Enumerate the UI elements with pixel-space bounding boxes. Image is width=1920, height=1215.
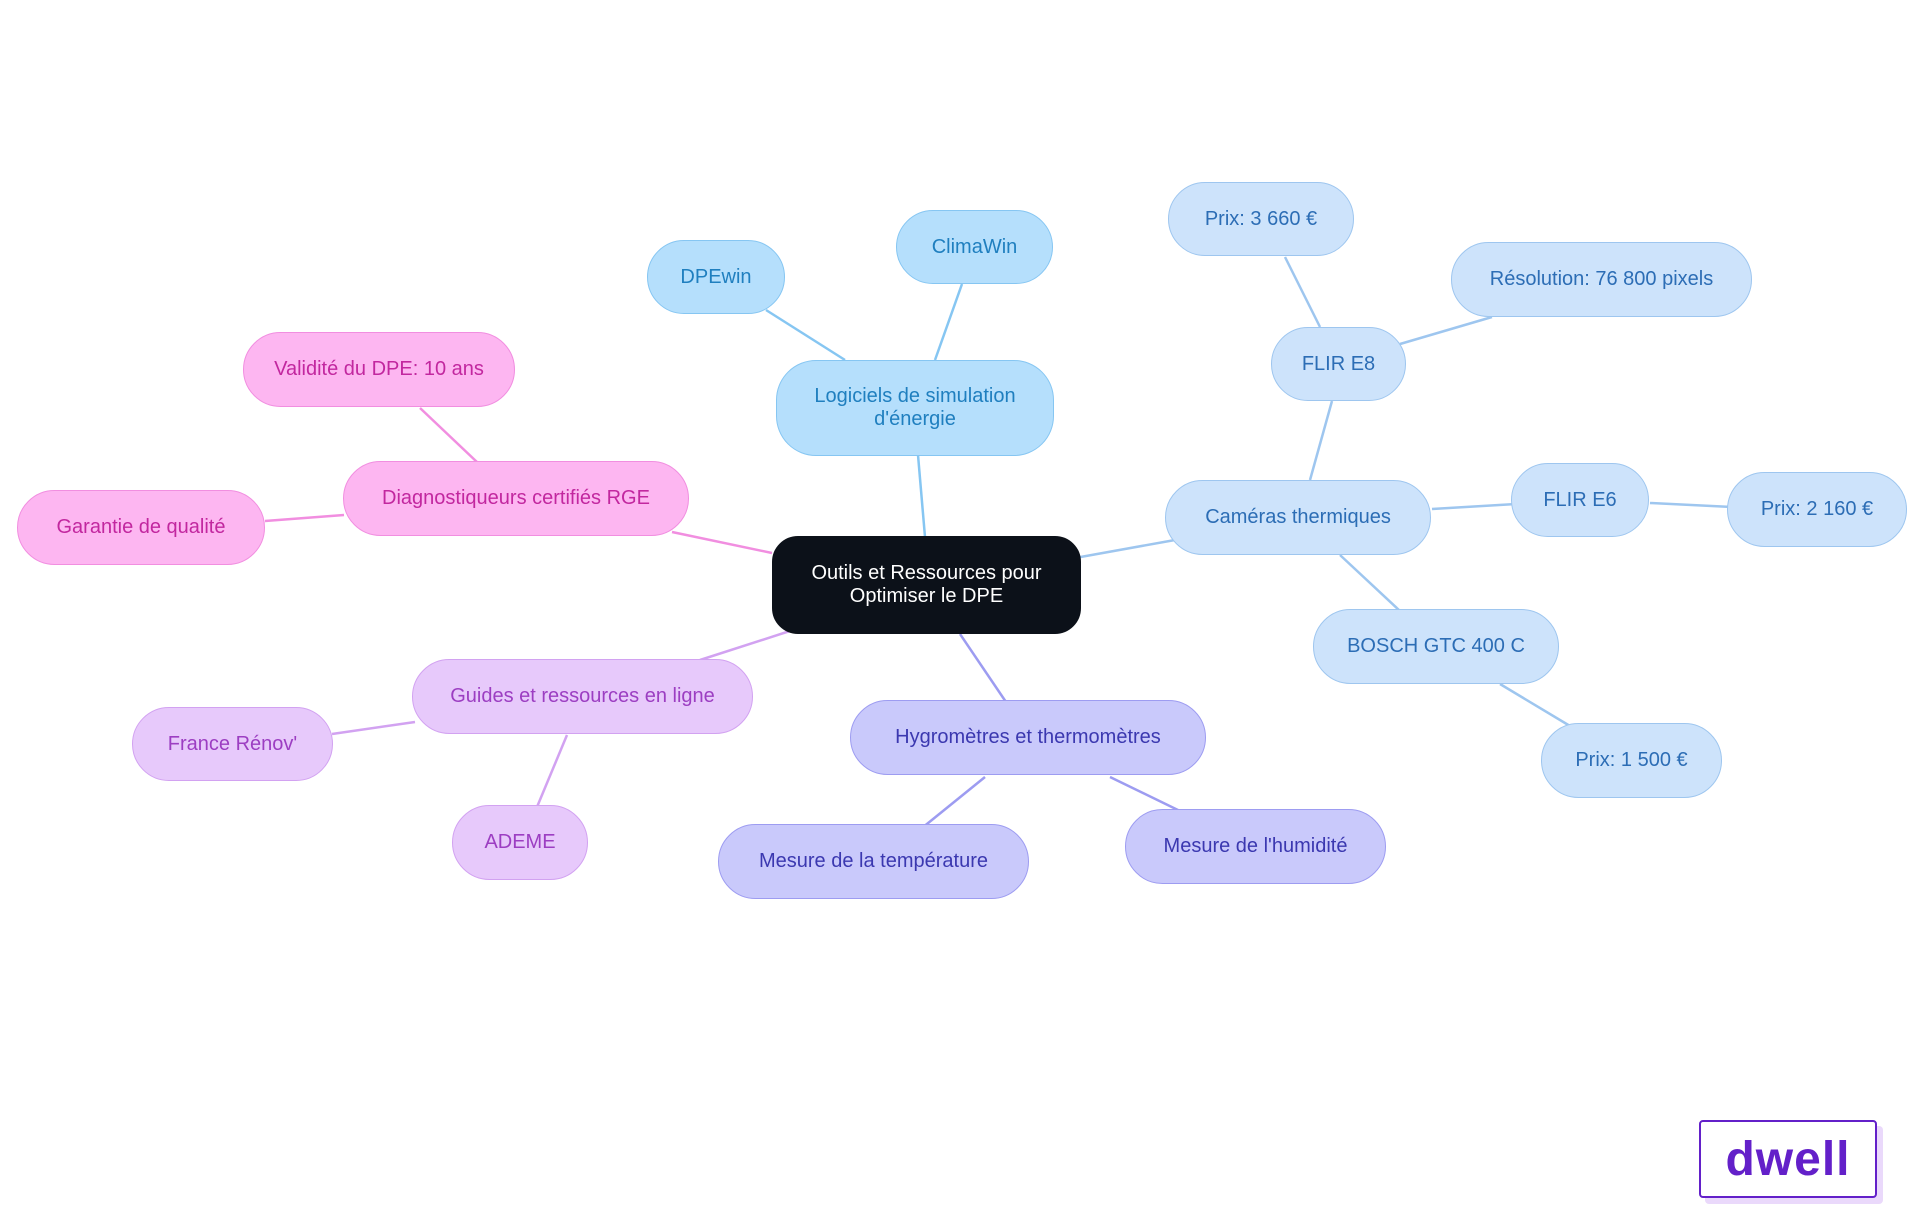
edge-guides-france-renov bbox=[331, 720, 416, 736]
edge-diagnostiqueurs-garantie bbox=[264, 513, 345, 523]
edge-hygrometres-temperature bbox=[921, 776, 986, 829]
edge-root-cameras bbox=[1074, 538, 1176, 560]
ademe-node: ADEME bbox=[452, 805, 588, 880]
flir-e6-price-node: Prix: 2 160 € bbox=[1727, 472, 1907, 547]
edge-root-diagnostiqueurs bbox=[671, 530, 773, 555]
edge-simulation-dpewin bbox=[765, 308, 846, 362]
garantie-node: Garantie de qualité bbox=[17, 490, 265, 565]
edge-diagnostiqueurs-validite bbox=[419, 407, 479, 464]
edge-root-hygrometres bbox=[958, 633, 1008, 703]
edge-root-guides bbox=[699, 629, 791, 662]
diagnostiqueurs-node: Diagnostiqueurs certifiés RGE bbox=[343, 461, 689, 536]
guides-node: Guides et ressources en ligne bbox=[412, 659, 753, 734]
edge-cameras-flir-e8 bbox=[1308, 400, 1334, 481]
bosch-node: BOSCH GTC 400 C bbox=[1313, 609, 1559, 684]
root-line-2: Optimiser le DPE bbox=[849, 585, 1004, 607]
flir-e6-node: FLIR E6 bbox=[1511, 463, 1649, 537]
edge-cameras-flir-e6 bbox=[1431, 502, 1517, 511]
edge-flir-e8-price bbox=[1283, 256, 1322, 328]
dwell-logo: dwell bbox=[1699, 1120, 1877, 1198]
bosch-price-node: Prix: 1 500 € bbox=[1541, 723, 1722, 798]
humidite-node: Mesure de l'humidité bbox=[1125, 809, 1386, 884]
edge-simulation-climawin bbox=[933, 283, 964, 361]
root-line-1: Outils et Ressources pour bbox=[811, 562, 1042, 584]
temperature-node: Mesure de la température bbox=[718, 824, 1029, 899]
edge-flir-e8-resolution bbox=[1399, 315, 1493, 346]
edge-guides-ademe bbox=[535, 734, 569, 808]
simulation-node: Logiciels de simulation d'énergie bbox=[776, 360, 1054, 456]
edge-flir-e6-price bbox=[1649, 501, 1733, 509]
root-node: Outils et Ressources pour Optimiser le D… bbox=[772, 536, 1081, 634]
simulation-line-1: Logiciels de simulation bbox=[814, 385, 1016, 407]
cameras-node: Caméras thermiques bbox=[1165, 480, 1431, 555]
flir-e8-node: FLIR E8 bbox=[1271, 327, 1406, 401]
climawin-node: ClimaWin bbox=[896, 210, 1053, 284]
edge-root-simulation bbox=[916, 454, 927, 538]
edge-hygrometres-humidite bbox=[1109, 775, 1181, 813]
france-renov-node: France Rénov' bbox=[132, 707, 333, 781]
edge-cameras-bosch bbox=[1339, 554, 1401, 612]
simulation-line-2: d'énergie bbox=[874, 408, 956, 430]
dpewin-node: DPEwin bbox=[647, 240, 785, 314]
logo-text: dwell bbox=[1725, 1132, 1851, 1186]
flir-e8-price-node: Prix: 3 660 € bbox=[1168, 182, 1354, 256]
validite-node: Validité du DPE: 10 ans bbox=[243, 332, 515, 407]
flir-e8-resolution-node: Résolution: 76 800 pixels bbox=[1451, 242, 1752, 317]
edge-bosch-price bbox=[1499, 682, 1571, 728]
hygrometres-node: Hygromètres et thermomètres bbox=[850, 700, 1206, 775]
